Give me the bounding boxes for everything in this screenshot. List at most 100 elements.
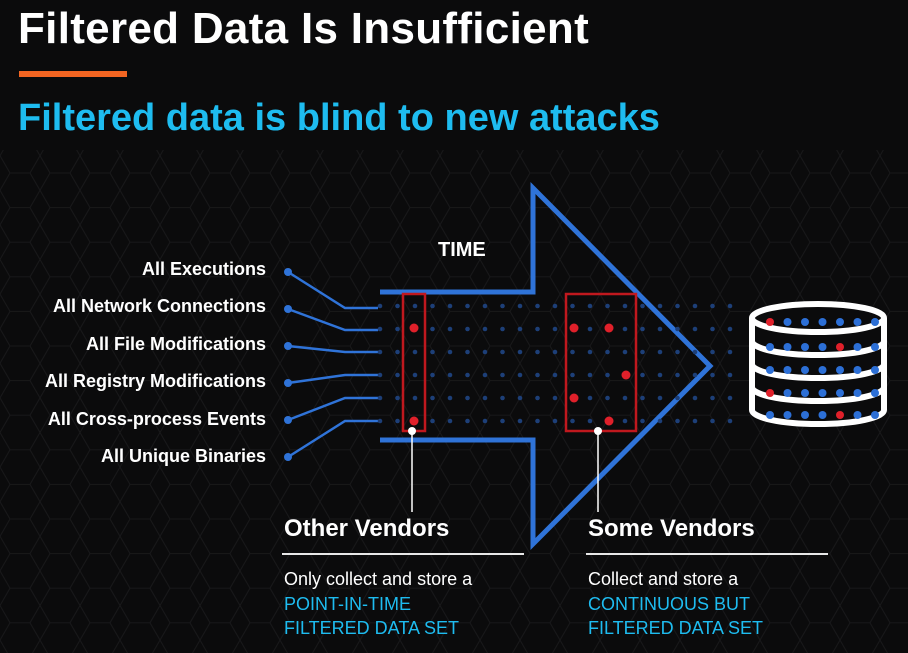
- database-record-dot: [818, 318, 827, 326]
- category-unique-binaries: All Unique Binaries: [100, 446, 266, 466]
- other-vendors-desc-line3: FILTERED DATA SET: [284, 618, 460, 638]
- event-dot: [710, 303, 715, 309]
- event-dot: [447, 303, 453, 309]
- database-record-dot: [836, 343, 844, 351]
- event-dot: [622, 395, 628, 401]
- event-dot: [675, 372, 680, 378]
- event-dot: [657, 303, 663, 309]
- event-dot: [517, 326, 523, 332]
- event-dot: [395, 326, 400, 332]
- event-dot: [605, 395, 610, 401]
- event-dot: [727, 326, 733, 332]
- event-dot: [692, 349, 698, 355]
- category-registry-modifications: All Registry Modifications: [44, 371, 266, 391]
- database-icon: [749, 301, 887, 427]
- event-dot: [622, 418, 628, 424]
- event-dot: [570, 303, 575, 309]
- event-dot: [517, 372, 523, 378]
- event-dot: [395, 395, 400, 401]
- database-record-dot: [853, 343, 862, 351]
- event-dot: [605, 372, 610, 378]
- event-dot: [430, 372, 435, 378]
- event-dot: [657, 326, 663, 332]
- event-dot: [535, 395, 540, 401]
- event-dot: [587, 372, 593, 378]
- database-record-dot: [783, 343, 792, 351]
- event-dot: [570, 349, 575, 355]
- some-vendors-heading: Some Vendors: [588, 515, 755, 542]
- event-dot: [657, 349, 663, 355]
- database-record-dot: [766, 318, 774, 326]
- event-dot: [570, 372, 575, 378]
- page-subtitle: Filtered data is blind to new attacks: [18, 97, 660, 139]
- event-dot: [552, 418, 558, 424]
- database-record-dot: [836, 318, 844, 326]
- event-dot: [377, 349, 383, 355]
- event-dot: [552, 303, 558, 309]
- connector-endpoints: [284, 268, 292, 461]
- event-dot: [587, 326, 593, 332]
- event-dot: [465, 326, 470, 332]
- database-record-dot: [871, 318, 879, 326]
- database-record-dot: [836, 389, 844, 397]
- database-record-dot: [836, 411, 844, 419]
- event-dot: [377, 326, 383, 332]
- database-record-dot: [766, 389, 774, 397]
- event-dot: [395, 349, 400, 355]
- event-dot: [447, 372, 453, 378]
- event-dot: [377, 372, 383, 378]
- event-dot: [622, 326, 628, 332]
- database-record-dot: [801, 389, 809, 397]
- event-dot: [517, 395, 523, 401]
- event-dot: [500, 395, 505, 401]
- event-dot: [535, 326, 540, 332]
- event-dot: [692, 303, 698, 309]
- event-dot: [517, 303, 523, 309]
- event-dot: [727, 372, 733, 378]
- category-file-modifications: All File Modifications: [85, 334, 266, 354]
- database-record-dot: [853, 389, 862, 397]
- some-vendors-rule: [586, 553, 828, 555]
- event-dot: [727, 395, 733, 401]
- event-dot: [570, 418, 575, 424]
- event-dot: [692, 326, 698, 332]
- event-dot: [727, 418, 733, 424]
- event-dot: [430, 418, 435, 424]
- database-record-dot: [801, 318, 809, 326]
- event-dot: [692, 372, 698, 378]
- event-dot: [500, 326, 505, 332]
- event-dot: [640, 418, 645, 424]
- database-record-dot: [766, 411, 774, 419]
- event-dot: [500, 418, 505, 424]
- event-dot: [465, 349, 470, 355]
- event-dot: [395, 418, 400, 424]
- event-dot: [710, 418, 715, 424]
- event-dot: [517, 418, 523, 424]
- event-dot: [675, 349, 680, 355]
- event-dot: [587, 349, 593, 355]
- connector-lines: [287, 270, 378, 459]
- event-dot: [482, 418, 488, 424]
- event-dot: [622, 303, 628, 309]
- event-dot: [640, 395, 645, 401]
- event-dot: [412, 372, 418, 378]
- event-dot: [587, 418, 593, 424]
- event-dot: [465, 303, 470, 309]
- event-dot: [430, 349, 435, 355]
- category-cross-process-events: All Cross-process Events: [47, 409, 266, 429]
- event-dot: [377, 303, 383, 309]
- event-dot: [447, 418, 453, 424]
- some-vendors-desc-line3: FILTERED DATA SET: [588, 618, 764, 638]
- some-vendors-desc-line1: Collect and store a: [588, 569, 739, 589]
- event-dot: [552, 326, 558, 332]
- database-record-dot: [783, 366, 792, 374]
- event-dot: [465, 372, 470, 378]
- event-dot: [500, 349, 505, 355]
- event-dot: [710, 372, 715, 378]
- event-dot: [517, 349, 523, 355]
- event-dot: [500, 303, 505, 309]
- event-dot: [710, 349, 715, 355]
- category-executions: All Executions: [141, 259, 266, 279]
- some-vendors-desc-line2: CONTINUOUS BUT: [588, 594, 750, 614]
- event-dot: [465, 395, 470, 401]
